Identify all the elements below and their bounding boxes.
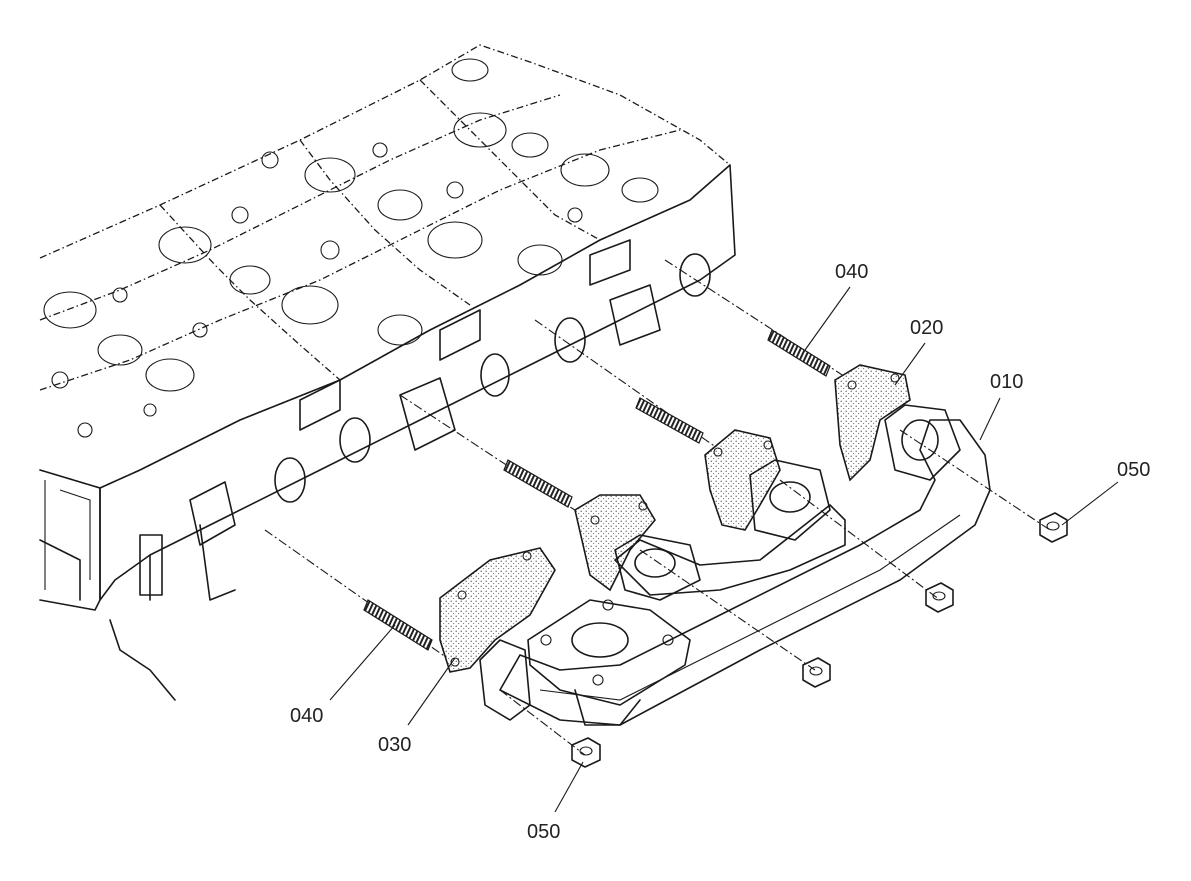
stud-bolt: [363, 599, 433, 651]
label-040-upper: 040: [835, 261, 868, 283]
label-030: 030: [378, 734, 411, 756]
nuts: [571, 512, 1068, 768]
stud-bolt: [635, 397, 704, 444]
nut: [925, 582, 954, 613]
cylinder-head: [39, 44, 736, 701]
callout-labels: 010 020 030 040 040 050 050: [290, 261, 1150, 843]
stud-bolts: [363, 329, 831, 651]
nut: [571, 737, 601, 768]
exhaust-manifold: [479, 404, 991, 726]
gaskets: [439, 364, 911, 673]
stud-bolt: [767, 329, 831, 377]
leader-lines: [329, 286, 1119, 813]
nut: [802, 657, 831, 688]
label-040-lower: 040: [290, 705, 323, 727]
label-010: 010: [990, 371, 1023, 393]
stud-bolt: [503, 459, 573, 508]
label-050-lower: 050: [527, 821, 560, 843]
label-020: 020: [910, 317, 943, 339]
nut: [1039, 512, 1068, 543]
label-050-right: 050: [1117, 459, 1150, 481]
